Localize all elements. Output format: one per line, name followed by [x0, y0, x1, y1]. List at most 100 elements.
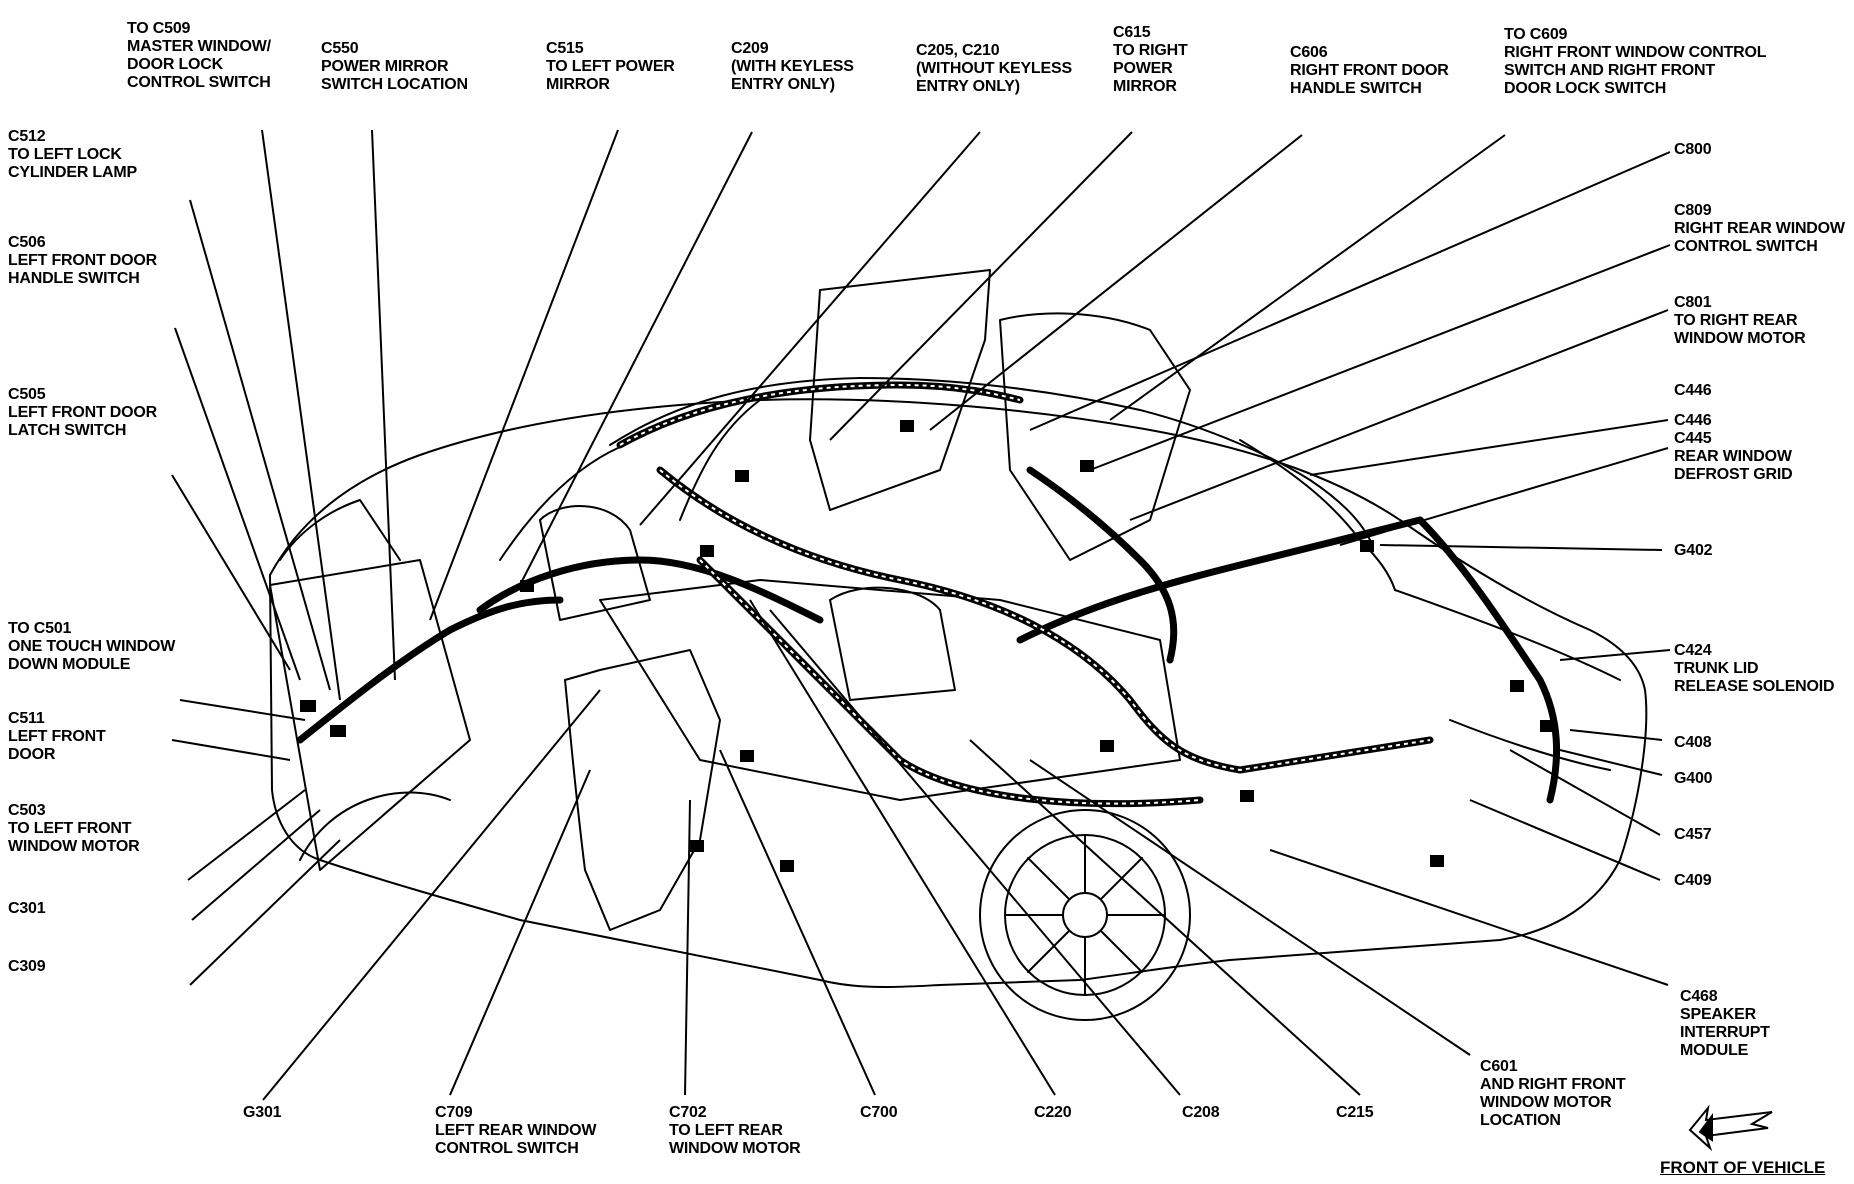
- callout-text: DOOR LOCK: [127, 56, 223, 73]
- callout-text: C457: [1674, 826, 1712, 843]
- callout-text: C512: [8, 128, 46, 145]
- callout-text: TO LEFT REAR: [669, 1122, 783, 1139]
- harness-detail: [619, 383, 1431, 805]
- callout-text: TO RIGHT: [1113, 42, 1188, 59]
- callout-c606: C606 RIGHT FRONT DOOR HANDLE SWITCH: [1290, 44, 1449, 98]
- callout-c446-a: C446: [1674, 382, 1712, 400]
- callout-c615: C615 TO RIGHT POWER MIRROR: [1113, 24, 1188, 96]
- callout-text: C511: [8, 710, 45, 727]
- callout-text: MASTER WINDOW/: [127, 38, 271, 55]
- callout-text: C506: [8, 234, 46, 251]
- callout-text: C215: [1336, 1104, 1374, 1121]
- callout-c809: C809 RIGHT REAR WINDOW CONTROL SWITCH: [1674, 202, 1845, 256]
- callout-text: C601: [1480, 1058, 1518, 1075]
- callout-text: POWER: [1113, 60, 1173, 77]
- callout-text: INTERRUPT: [1680, 1024, 1770, 1041]
- callout-c709: C709 LEFT REAR WINDOW CONTROL SWITCH: [435, 1104, 596, 1158]
- callout-text: CONTROL SWITCH: [127, 74, 271, 91]
- callout-text: MODULE: [1680, 1042, 1749, 1059]
- callout-text: WINDOW MOTOR: [669, 1140, 801, 1157]
- callout-text: G400: [1674, 770, 1713, 787]
- callout-c468: C468 SPEAKER INTERRUPT MODULE: [1680, 988, 1770, 1060]
- callout-text: C505: [8, 386, 46, 403]
- callout-text: C208: [1182, 1104, 1220, 1121]
- callout-text: C709: [435, 1104, 473, 1121]
- callout-text: TO LEFT FRONT: [8, 820, 132, 837]
- callout-c700: C700: [860, 1104, 898, 1122]
- callout-text: C409: [1674, 872, 1712, 889]
- callout-c503: C503 TO LEFT FRONT WINDOW MOTOR: [8, 802, 140, 856]
- callout-c801: C801 TO RIGHT REAR WINDOW MOTOR: [1674, 294, 1806, 348]
- callout-text: ENTRY ONLY): [916, 78, 1020, 95]
- callout-text: RIGHT FRONT DOOR: [1290, 62, 1449, 79]
- callout-text: LEFT FRONT DOOR: [8, 252, 157, 269]
- callout-c220: C220: [1034, 1104, 1072, 1122]
- callout-text: C503: [8, 802, 46, 819]
- front-arrow-icon: [1688, 1104, 1773, 1152]
- callout-text: TO LEFT POWER: [546, 58, 675, 75]
- callout-text: LATCH SWITCH: [8, 422, 127, 439]
- callout-text: TO LEFT LOCK: [8, 146, 122, 163]
- leader-lines: [171, 129, 1671, 1101]
- callout-text: C446: [1674, 412, 1712, 429]
- callout-text: G301: [243, 1104, 282, 1121]
- callout-text: G402: [1674, 542, 1713, 559]
- callout-text: LEFT REAR WINDOW: [435, 1122, 597, 1139]
- callout-g402: G402: [1674, 542, 1713, 560]
- callout-text: (WITH KEYLESS: [731, 58, 854, 75]
- callout-text: ONE TOUCH WINDOW: [8, 638, 176, 655]
- callout-c550: C550 POWER MIRROR SWITCH LOCATION: [321, 40, 468, 94]
- callout-g400: G400: [1674, 770, 1713, 788]
- callout-c457: C457: [1674, 826, 1712, 844]
- callout-c445: C445 REAR WINDOW DEFROST GRID: [1674, 430, 1793, 484]
- callout-text: CONTROL SWITCH: [435, 1140, 579, 1157]
- callout-text: DOOR LOCK SWITCH: [1504, 80, 1667, 97]
- callout-text: DOWN MODULE: [8, 656, 131, 673]
- callout-text: C550: [321, 40, 359, 57]
- callout-text: C801: [1674, 294, 1712, 311]
- vehicle-outline: [269, 269, 1648, 1021]
- callout-c209: C209 (WITH KEYLESS ENTRY ONLY): [731, 40, 854, 94]
- callout-text: WINDOW MOTOR: [1674, 330, 1806, 347]
- callout-text: LOCATION: [1480, 1112, 1561, 1129]
- callout-c408: C408: [1674, 734, 1712, 752]
- callout-text: RIGHT REAR WINDOW: [1674, 220, 1845, 237]
- callout-text: LEFT FRONT DOOR: [8, 404, 157, 421]
- callout-text: C209: [731, 40, 769, 57]
- callout-c205-c210: C205, C210 (WITHOUT KEYLESS ENTRY ONLY): [916, 42, 1072, 96]
- callout-text: C515: [546, 40, 584, 57]
- callout-text: C220: [1034, 1104, 1072, 1121]
- callout-c601: C601 AND RIGHT FRONT WINDOW MOTOR LOCATI…: [1480, 1058, 1626, 1130]
- callout-c446-b: C446: [1674, 412, 1712, 430]
- callout-text: TO C609: [1504, 26, 1568, 43]
- callout-text: C809: [1674, 202, 1712, 219]
- front-of-vehicle-caption: FRONT OF VEHICLE: [1660, 1158, 1826, 1177]
- callout-c515: C515 TO LEFT POWER MIRROR: [546, 40, 675, 94]
- callout-text: RIGHT FRONT WINDOW CONTROL: [1504, 44, 1767, 61]
- callout-text: POWER MIRROR: [321, 58, 449, 75]
- callout-text: TO C509: [127, 20, 191, 37]
- callout-text: (WITHOUT KEYLESS: [916, 60, 1072, 77]
- callout-text: C615: [1113, 24, 1151, 41]
- callout-c301: C301: [8, 900, 46, 918]
- callout-text: C445: [1674, 430, 1712, 447]
- callout-text: WINDOW MOTOR: [8, 838, 140, 855]
- callout-c509-master: TO C509 MASTER WINDOW/ DOOR LOCK CONTROL…: [127, 20, 271, 92]
- callout-text: LEFT FRONT: [8, 728, 106, 745]
- callout-text: REAR WINDOW: [1674, 448, 1792, 465]
- callout-text: C702: [669, 1104, 707, 1121]
- callout-text: C446: [1674, 382, 1712, 399]
- callout-text: C700: [860, 1104, 898, 1121]
- callout-c309: C309: [8, 958, 46, 976]
- callout-text: TO RIGHT REAR: [1674, 312, 1798, 329]
- callout-c409: C409: [1674, 872, 1712, 890]
- callout-text: ENTRY ONLY): [731, 76, 835, 93]
- callout-text: MIRROR: [546, 76, 610, 93]
- callout-text: HANDLE SWITCH: [8, 270, 140, 287]
- callout-c501: TO C501 ONE TOUCH WINDOW DOWN MODULE: [8, 620, 175, 674]
- callout-text: MIRROR: [1113, 78, 1177, 95]
- callout-text: HANDLE SWITCH: [1290, 80, 1422, 97]
- callout-text: DOOR: [8, 746, 56, 763]
- callout-c215: C215: [1336, 1104, 1374, 1122]
